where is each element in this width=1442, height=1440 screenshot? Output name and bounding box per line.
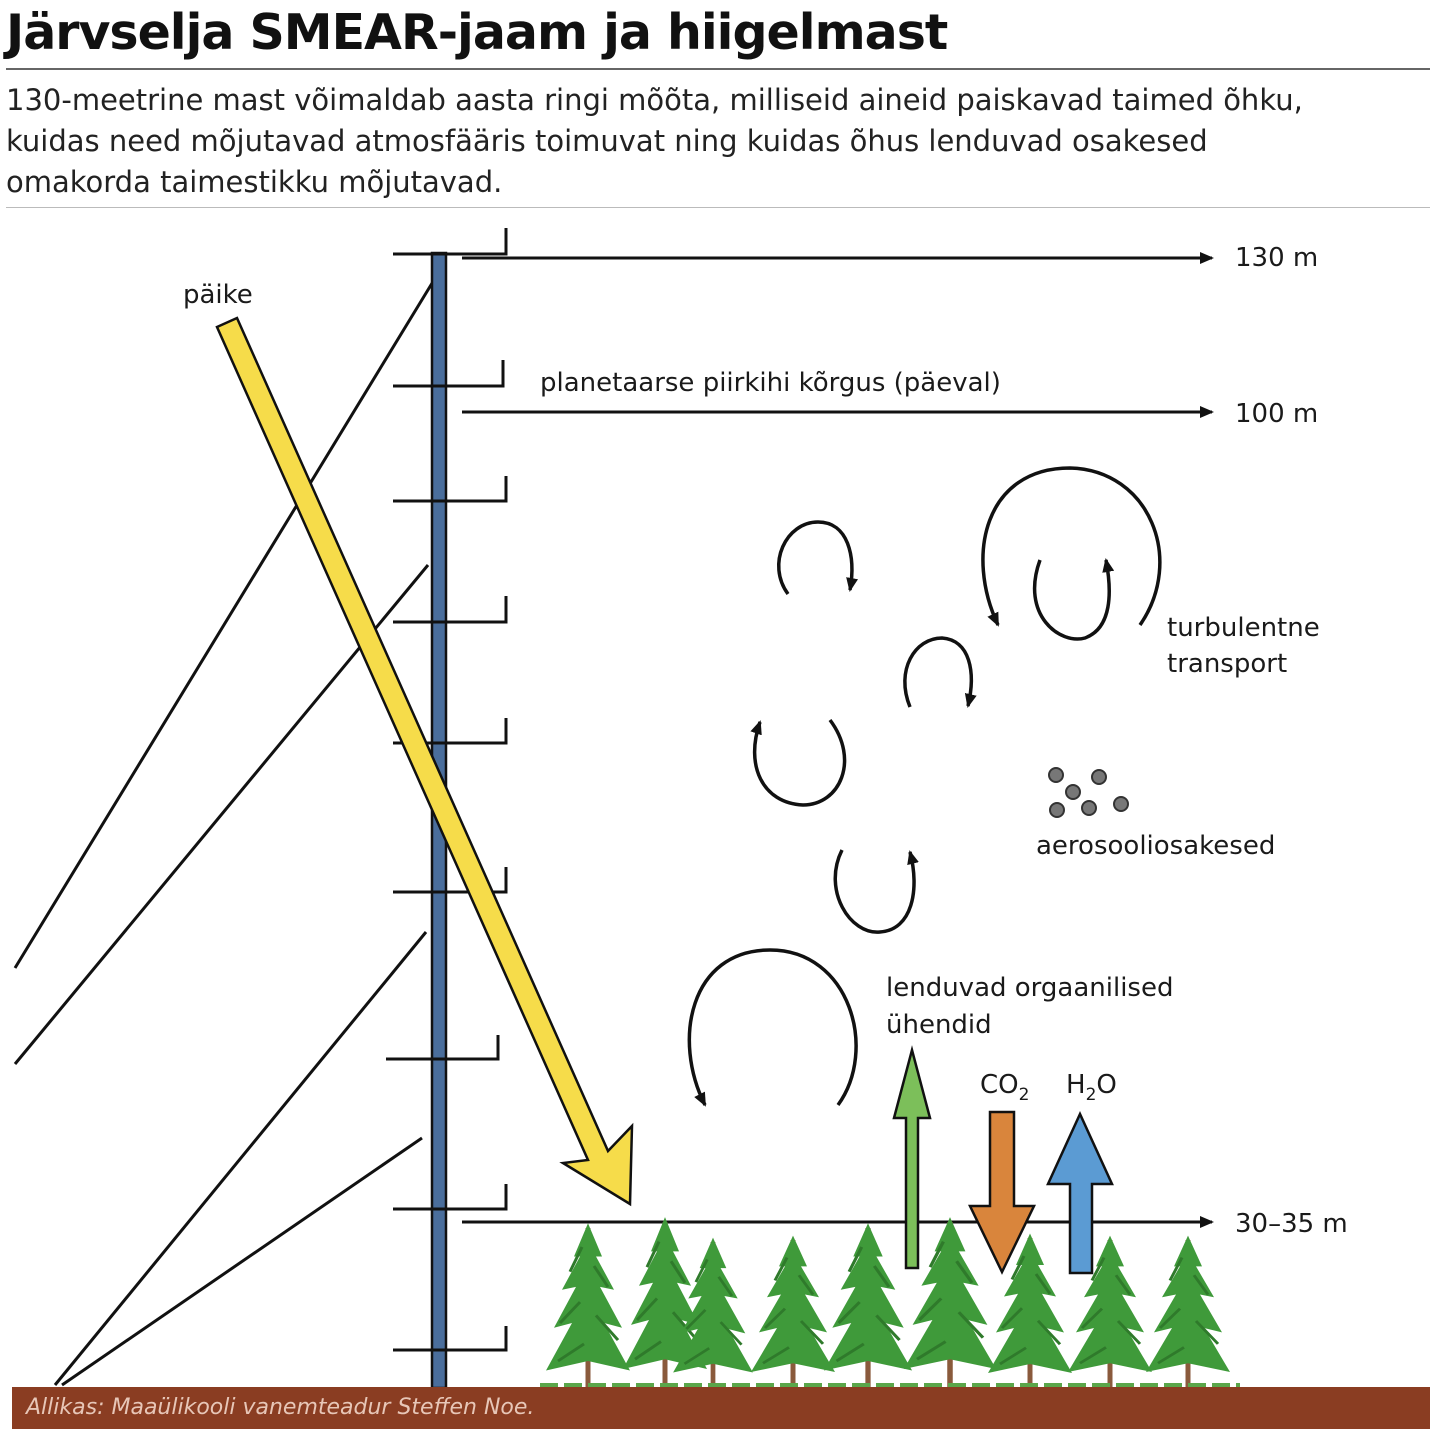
label-h2o: H2O xyxy=(1066,1070,1117,1105)
h2o-arrow xyxy=(1046,1110,1114,1275)
mast-bracket xyxy=(393,476,508,503)
intro-text: 130-meetrine mast võimaldab aasta ringi … xyxy=(6,80,1442,203)
co2-arrow xyxy=(968,1110,1036,1275)
eddy-arrow xyxy=(750,718,847,807)
tree xyxy=(546,1223,630,1389)
intro-line-2: kuidas need mõjutavad atmosfääris toimuv… xyxy=(6,124,1208,158)
mast-bracket xyxy=(386,1035,500,1061)
aerosol-dot xyxy=(1091,769,1107,785)
guy-wire xyxy=(13,279,436,969)
mast-bracket xyxy=(393,596,508,624)
label-aerosol: aerosooliosakesed xyxy=(1036,831,1275,861)
eddy-arrow xyxy=(777,520,858,596)
eddy-arrow xyxy=(903,636,977,708)
mast-bracket xyxy=(393,867,508,894)
label-voc-1: lenduvad orgaanilised xyxy=(886,973,1173,1003)
label-turbulence-2: transport xyxy=(1167,649,1287,679)
label-sun: päike xyxy=(183,280,253,310)
page-title: Järvselja SMEAR-jaam ja hiigelmast xyxy=(6,4,948,61)
sun-arrow xyxy=(215,316,634,1207)
intro-line-3: omakorda taimestikku mõjutavad. xyxy=(6,165,503,199)
aerosol-dot xyxy=(1113,796,1129,812)
mast-bracket xyxy=(393,1184,508,1211)
label-turbulence-1: turbulentne xyxy=(1167,613,1320,643)
tree xyxy=(751,1236,835,1390)
tree xyxy=(1146,1236,1230,1390)
eddy-arrow xyxy=(833,849,919,934)
co2-main: CO xyxy=(980,1070,1019,1100)
aerosol-dot xyxy=(1048,767,1064,783)
mast-bracket xyxy=(393,718,508,745)
turbulence-eddies xyxy=(687,466,1162,1107)
label-co2: CO2 xyxy=(980,1070,1029,1105)
guy-wire xyxy=(61,1136,423,1387)
forest xyxy=(546,1217,1230,1391)
label-voc-2: ühendid xyxy=(886,1010,992,1040)
aerosol-dot xyxy=(1081,800,1097,816)
title-divider xyxy=(6,68,1430,70)
eddy-arrow xyxy=(981,466,1162,627)
guy-wire xyxy=(53,931,428,1386)
label-130m: 130 m xyxy=(1235,243,1318,273)
eddy-arrow xyxy=(1032,558,1115,641)
ground-bar xyxy=(12,1387,1430,1429)
aerosol-dot xyxy=(1065,784,1081,800)
aerosol-dot xyxy=(1049,802,1065,818)
h2o-subscript: 2 xyxy=(1086,1085,1097,1105)
label-100m: 100 m xyxy=(1235,399,1318,429)
h2o-h: H xyxy=(1066,1070,1086,1100)
label-30-35m: 30–35 m xyxy=(1235,1209,1348,1239)
intro-line-1: 130-meetrine mast võimaldab aasta ringi … xyxy=(6,83,1303,117)
mast-bracket xyxy=(393,1326,508,1352)
mast-bracket xyxy=(393,360,505,388)
guy-wires xyxy=(13,279,436,1387)
tree xyxy=(824,1223,912,1389)
label-pbl: planetaarse piirkihi kõrgus (päeval) xyxy=(540,368,1001,398)
co2-subscript: 2 xyxy=(1019,1085,1030,1105)
intro-divider xyxy=(6,207,1430,208)
mast-bracket xyxy=(393,228,508,256)
voc-arrow xyxy=(892,1045,932,1270)
eddy-arrow xyxy=(687,948,858,1107)
aerosol-particles xyxy=(1048,767,1129,818)
source-credit: Allikas: Maaülikooli vanemteadur Steffen… xyxy=(26,1395,535,1420)
h2o-o: O xyxy=(1096,1070,1116,1100)
